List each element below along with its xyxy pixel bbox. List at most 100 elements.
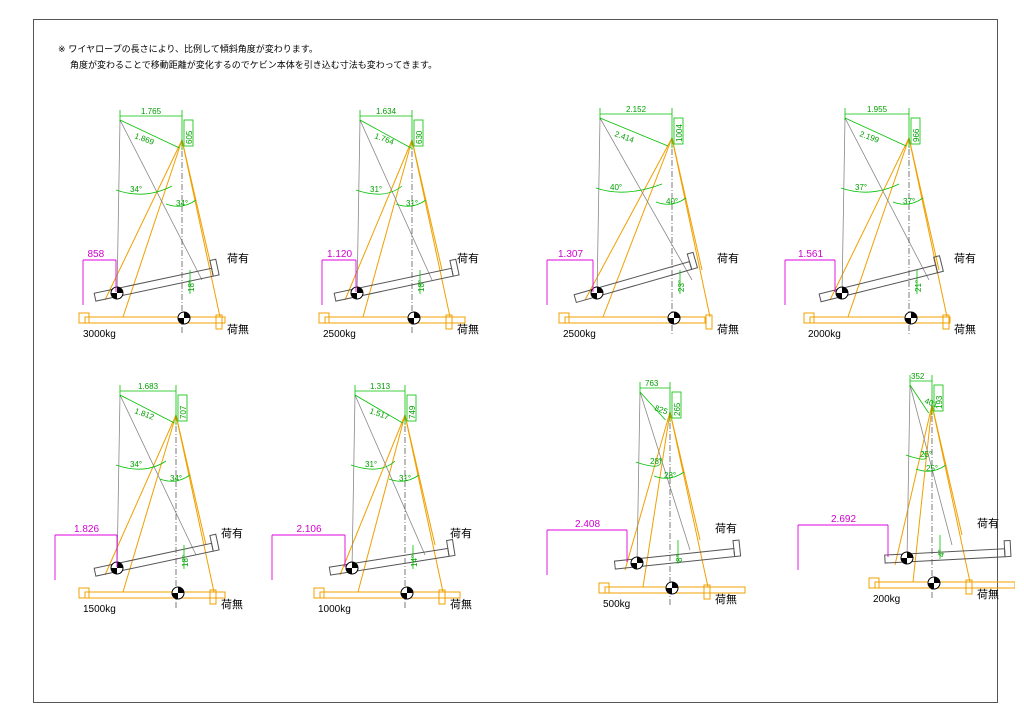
label-unloaded: 荷無 <box>715 592 737 606</box>
label-loaded: 荷有 <box>450 526 472 540</box>
drawing-frame <box>33 19 998 703</box>
crane-frame <box>78 414 226 605</box>
angle-left: 28° <box>650 457 662 466</box>
boom <box>328 539 456 576</box>
capacity-weight: 3000kg <box>83 329 116 340</box>
dim-tilt: 21° <box>914 280 923 292</box>
dim-vertical: 707 <box>179 405 188 419</box>
dim-vertical: 749 <box>408 405 417 419</box>
angle-left: 37° <box>855 183 867 192</box>
label-unloaded: 荷無 <box>227 322 249 336</box>
counterweight-loaded <box>350 286 364 300</box>
dim-diagonal: 1.812 <box>133 406 155 421</box>
dim-tilt: 14° <box>410 555 419 567</box>
label-loaded: 荷有 <box>977 516 999 530</box>
crane-frame <box>78 139 226 330</box>
label-loaded: 荷有 <box>717 251 739 265</box>
boom <box>818 255 944 303</box>
capacity-weight: 1000kg <box>318 604 351 615</box>
label-unloaded: 荷無 <box>954 322 976 336</box>
dim-top-span: 1.634 <box>376 107 397 116</box>
capacity-weight: 2000kg <box>808 329 841 340</box>
dim-pull-distance: 1.561 <box>798 249 823 260</box>
boom <box>613 539 742 570</box>
angle-left: 40° <box>610 183 622 192</box>
dim-pull-distance: 2.408 <box>575 519 600 530</box>
counterweight-unloaded <box>665 581 679 595</box>
dim-pull-distance: 1.826 <box>74 524 99 535</box>
crane-frame <box>313 414 461 605</box>
angle-right: 25° <box>926 464 938 473</box>
counterweight-loaded <box>590 286 604 300</box>
counterweight-loaded <box>630 556 644 570</box>
dim-pull-distance: 2.106 <box>297 524 322 535</box>
dim-vertical: 630 <box>415 130 424 144</box>
counterweight-loaded <box>110 286 124 300</box>
label-loaded: 荷有 <box>954 251 976 265</box>
angle-left: 25° <box>920 450 932 459</box>
crane-frame <box>318 139 466 330</box>
counterweight-unloaded <box>927 576 941 590</box>
crane-frame <box>558 137 713 330</box>
dim-top-span: 1.765 <box>141 107 162 116</box>
dim-pull-distance: 858 <box>88 249 105 260</box>
angle-left: 31° <box>365 460 377 469</box>
dim-diagonal: 401 <box>923 396 939 409</box>
dim-diagonal: 1.517 <box>368 406 390 421</box>
capacity-weight: 2500kg <box>323 329 356 340</box>
dim-diagonal: 825 <box>653 403 669 416</box>
counterweight-loaded <box>345 561 359 575</box>
crane-frame <box>598 411 746 600</box>
dim-top-span: 1.313 <box>370 382 391 391</box>
label-unloaded: 荷無 <box>977 587 999 601</box>
dim-vertical: 193 <box>935 395 944 409</box>
dim-pull-distance: 1.307 <box>558 249 583 260</box>
label-loaded: 荷有 <box>457 251 479 265</box>
capacity-weight: 2500kg <box>563 329 596 340</box>
boom <box>93 533 220 577</box>
angle-right: 34° <box>176 199 188 208</box>
dim-pull-distance: 1.120 <box>327 249 352 260</box>
angle-right: 31° <box>399 474 411 483</box>
counterweight-loaded <box>835 286 849 300</box>
label-unloaded: 荷無 <box>717 322 739 336</box>
dim-vertical: 265 <box>673 402 682 416</box>
angle-left: 31° <box>370 185 382 194</box>
dim-top-span: 352 <box>911 372 925 381</box>
label-loaded: 荷有 <box>715 521 737 535</box>
angle-right: 31° <box>406 199 418 208</box>
dim-tilt: 23° <box>677 280 686 292</box>
dim-top-span: 1.683 <box>138 382 159 391</box>
dim-top-span: 1.955 <box>867 105 888 114</box>
capacity-weight: 500kg <box>603 599 630 610</box>
boom <box>884 539 1012 564</box>
counterweight-unloaded <box>177 311 191 325</box>
boom <box>93 258 220 302</box>
dim-vertical: 605 <box>185 130 194 144</box>
note-line-1: ※ ワイヤロープの長さにより、比例して傾斜角度が変わります。 <box>58 45 318 55</box>
counterweight-loaded <box>900 551 914 565</box>
dim-diagonal: 1.869 <box>133 131 155 146</box>
label-loaded: 荷有 <box>221 526 243 540</box>
dim-vertical: 1004 <box>675 124 684 142</box>
crane-frame <box>803 137 951 330</box>
angle-right: 34° <box>170 474 182 483</box>
crane-frame <box>868 404 1015 595</box>
dim-pull-distance: 2.692 <box>831 514 856 525</box>
dim-vertical: 966 <box>912 128 921 142</box>
dim-top-span: 2.152 <box>626 105 647 114</box>
angle-right: 28° <box>664 471 676 480</box>
dim-top-span: 763 <box>645 379 659 388</box>
capacity-weight: 200kg <box>873 594 900 605</box>
angle-right: 40° <box>666 197 678 206</box>
label-loaded: 荷有 <box>227 251 249 265</box>
boom <box>573 251 699 304</box>
